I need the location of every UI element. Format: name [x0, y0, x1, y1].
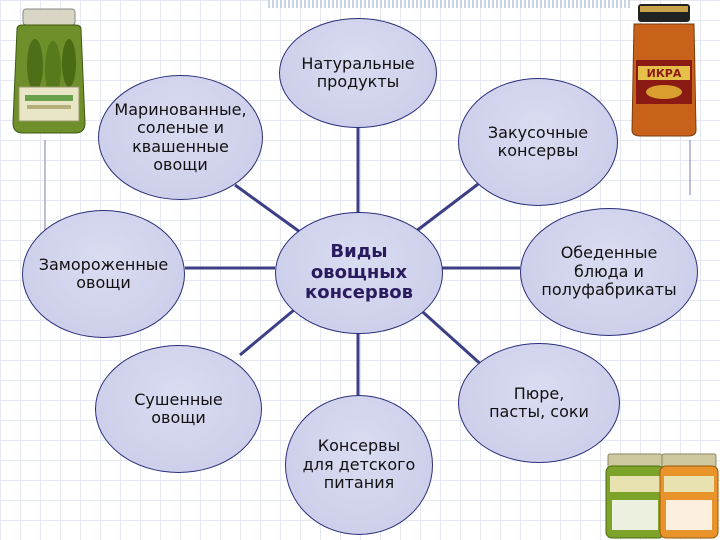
pickles-jar-image [12, 8, 86, 134]
node-natural-products: Натуральные продукты [279, 18, 437, 128]
connector-dried [239, 303, 301, 357]
node-snack-label: Закусочные консервы [487, 122, 589, 160]
node-baby-label: Консервы для детского питания [302, 436, 416, 493]
node-natural-label: Натуральные продукты [301, 53, 415, 91]
node-marinated-vegetables: Маринованные, соленые и квашенные овощи [98, 75, 263, 200]
node-baby-food: Консервы для детского питания [285, 395, 433, 535]
node-puree-label: Пюре, пасты, соки [489, 383, 589, 421]
node-frozen-vegetables: Замороженные овощи [22, 210, 185, 338]
top-dotted-rule [268, 0, 630, 8]
node-center-canned-types: Виды овощных консервов [275, 212, 443, 334]
node-marinated-label: Маринованные, соленые и квашенные овощи [114, 99, 247, 174]
node-dried-label: Сушенные овощи [134, 389, 223, 427]
node-lunch-label: Обеденные блюда и полуфабрикаты [541, 243, 677, 300]
node-dried-vegetables: Сушенные овощи [95, 345, 262, 473]
node-frozen-label: Замороженные овощи [38, 254, 169, 292]
caviar-jar-image: ИКРА [631, 4, 697, 137]
node-center-label: Виды овощных консервов [305, 240, 413, 304]
baby-food-jars-image [605, 453, 719, 539]
node-puree-juices: Пюре, пасты, соки [458, 343, 620, 463]
connector-puree [413, 303, 487, 370]
node-snack-canned: Закусочные консервы [458, 78, 618, 206]
connector-marinated [234, 183, 301, 234]
caviar-jar-label: ИКРА [647, 67, 682, 80]
node-lunch-dishes: Обеденные блюда и полуфабрикаты [520, 208, 698, 336]
